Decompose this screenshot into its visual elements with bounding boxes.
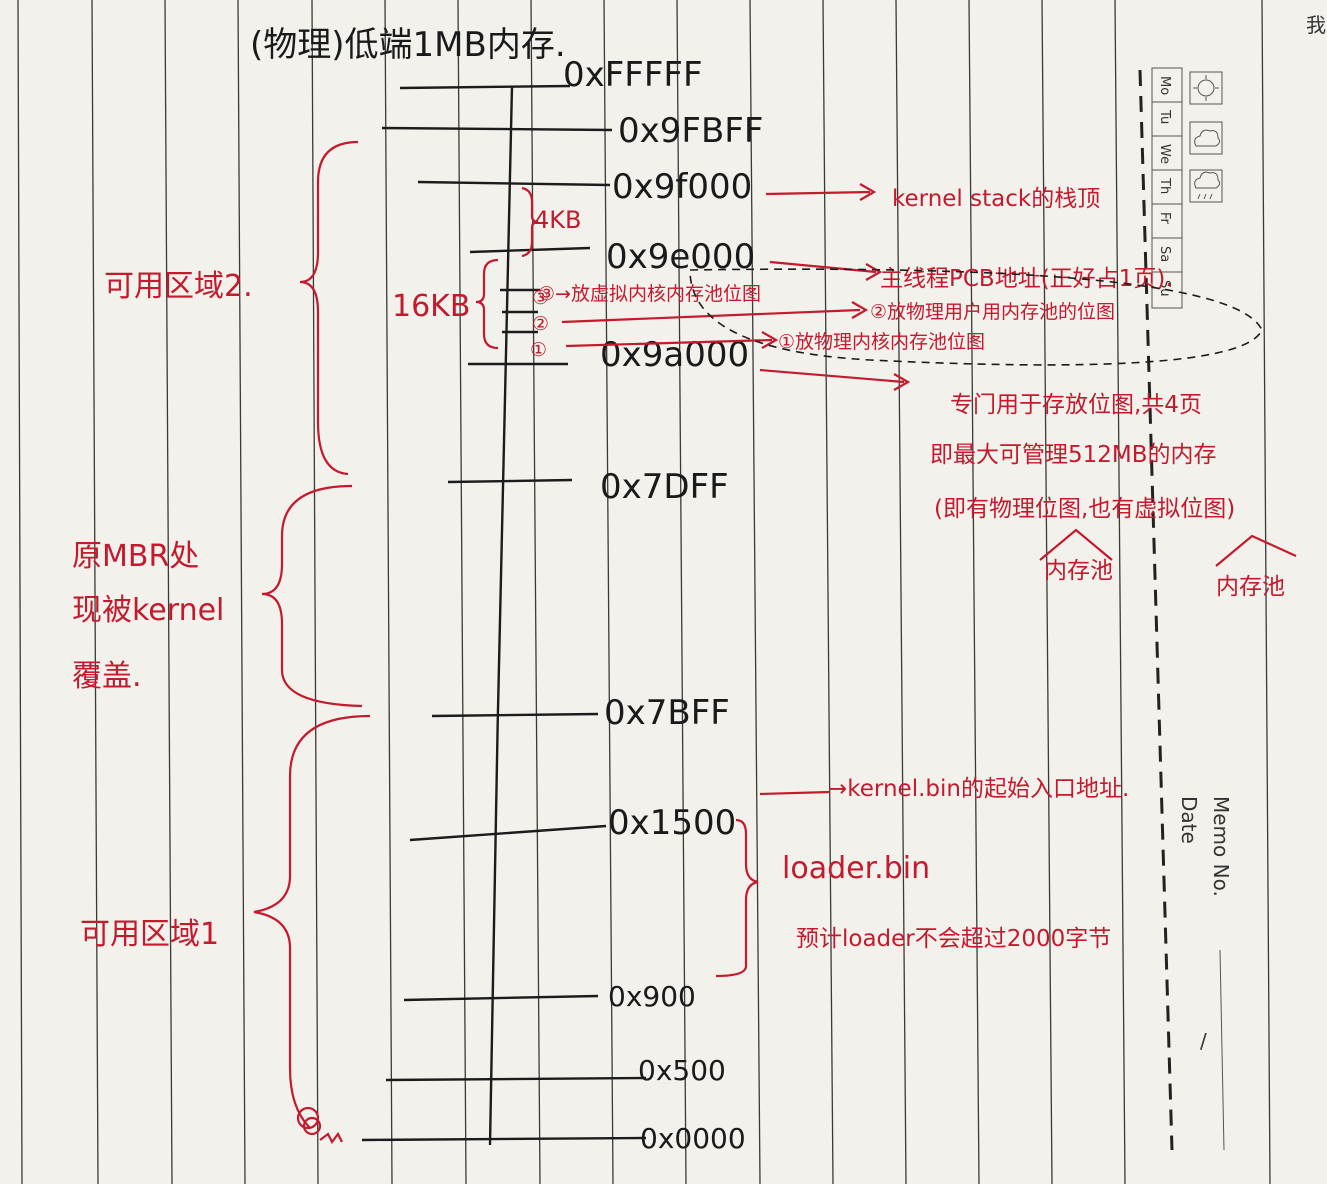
address-7bff: 0x7BFF <box>604 693 730 733</box>
day-strip: Mo Tu We Th Fr Sa Su Memo No. Date / 我 <box>1151 13 1326 1151</box>
kernel-stack-arrow <box>765 183 877 201</box>
bitmap-area-arrow <box>759 368 911 391</box>
day-label-sa: Sa <box>1157 246 1172 262</box>
memory-axis <box>488 85 514 1146</box>
area1-brace <box>253 714 371 1129</box>
mem-pool-b: 内存池 <box>1216 574 1285 600</box>
clipped-glyph: 我 <box>1306 13 1326 37</box>
day-label-mo: Mo <box>1157 76 1172 95</box>
mbr-label-line3: 覆盖. <box>72 659 142 694</box>
kernel-bin-note: →kernel.bin的起始入口地址. <box>828 776 1129 802</box>
day-label-tu: Tu <box>1157 109 1172 124</box>
loader-brace <box>715 818 759 978</box>
page-title: (物理)低端1MB内存. <box>250 25 566 65</box>
bitmap1-note: ①放物理内核内存池位图 <box>778 331 985 353</box>
loader-bin-label: loader.bin <box>782 851 930 886</box>
address-0000: 0x0000 <box>640 1122 746 1155</box>
ruled-lines <box>17 0 1271 1184</box>
address-ticks <box>361 84 647 1142</box>
scribble-mark <box>296 1106 343 1145</box>
address-1500: 0x1500 <box>608 803 736 843</box>
marker-one: ① <box>530 339 547 361</box>
address-7dff: 0x7DFF <box>600 467 729 507</box>
kernel-stack-note: kernel stack的栈顶 <box>892 186 1100 212</box>
address-9e000: 0x9e000 <box>606 237 755 277</box>
day-label-su: Su <box>1157 280 1172 297</box>
bitmap-area-note-1: 专门用于存放位图,共4页 <box>950 392 1202 418</box>
rain-icon <box>1189 169 1223 203</box>
address-9f000: 0x9f000 <box>612 167 752 207</box>
area2-brace <box>299 140 359 476</box>
memo-slash: / <box>1200 1029 1207 1053</box>
area2-label: 可用区域2. <box>104 269 253 304</box>
bitmap-area-note-2: 即最大可管理512MB的内存 <box>930 442 1217 468</box>
sixteen-kb-label: 16KB <box>392 289 470 324</box>
date-label: Date <box>1177 796 1201 844</box>
bitmap2-arrow <box>561 301 869 324</box>
cloud-icon <box>1189 121 1223 155</box>
area1-label: 可用区域1 <box>80 917 219 952</box>
mem-pool-a: 内存池 <box>1044 558 1113 584</box>
loader-limit-note: 预计loader不会超过2000字节 <box>796 926 1111 952</box>
sixteen-kb-brace <box>475 258 499 350</box>
four-kb-label: 4KB <box>534 206 581 234</box>
sun-icon <box>1189 71 1223 105</box>
day-label-th: Th <box>1157 177 1172 194</box>
day-label-fr: Fr <box>1157 212 1172 225</box>
mbr-brace <box>261 484 363 708</box>
four-kb-brace <box>521 186 539 258</box>
mbr-label-line1: 原MBR处 <box>72 539 199 574</box>
mbr-label-line2: 现被kernel <box>72 593 224 628</box>
day-label-we: We <box>1157 144 1172 164</box>
marker-three: ③ <box>532 287 549 309</box>
address-500: 0x500 <box>638 1054 726 1087</box>
marker-two: ② <box>532 313 549 335</box>
memo-no-label: Memo No. <box>1209 796 1233 897</box>
mem-pool-a-caret <box>1039 528 1113 561</box>
bitmap1-arrow <box>565 331 779 349</box>
main-pcb-arrow <box>769 260 883 281</box>
address-fffff: 0xFFFFF <box>563 55 703 95</box>
address-9fbff: 0x9FBFF <box>618 111 763 151</box>
bitmap-area-note-3: (即有物理位图,也有虚拟位图) <box>934 496 1235 522</box>
bitmap3-note: ③→放虚拟内核内存池位图 <box>538 283 761 305</box>
kernel-bin-arrow <box>759 790 831 796</box>
bitmap-dashed-outline <box>689 268 1263 366</box>
bitmap2-note: ②放物理用户用内存池的位图 <box>870 301 1115 323</box>
address-900: 0x900 <box>608 980 696 1013</box>
mem-pool-b-caret <box>1215 534 1297 567</box>
main-pcb-note: 主线程PCB地址(正好占1页). <box>880 266 1173 292</box>
